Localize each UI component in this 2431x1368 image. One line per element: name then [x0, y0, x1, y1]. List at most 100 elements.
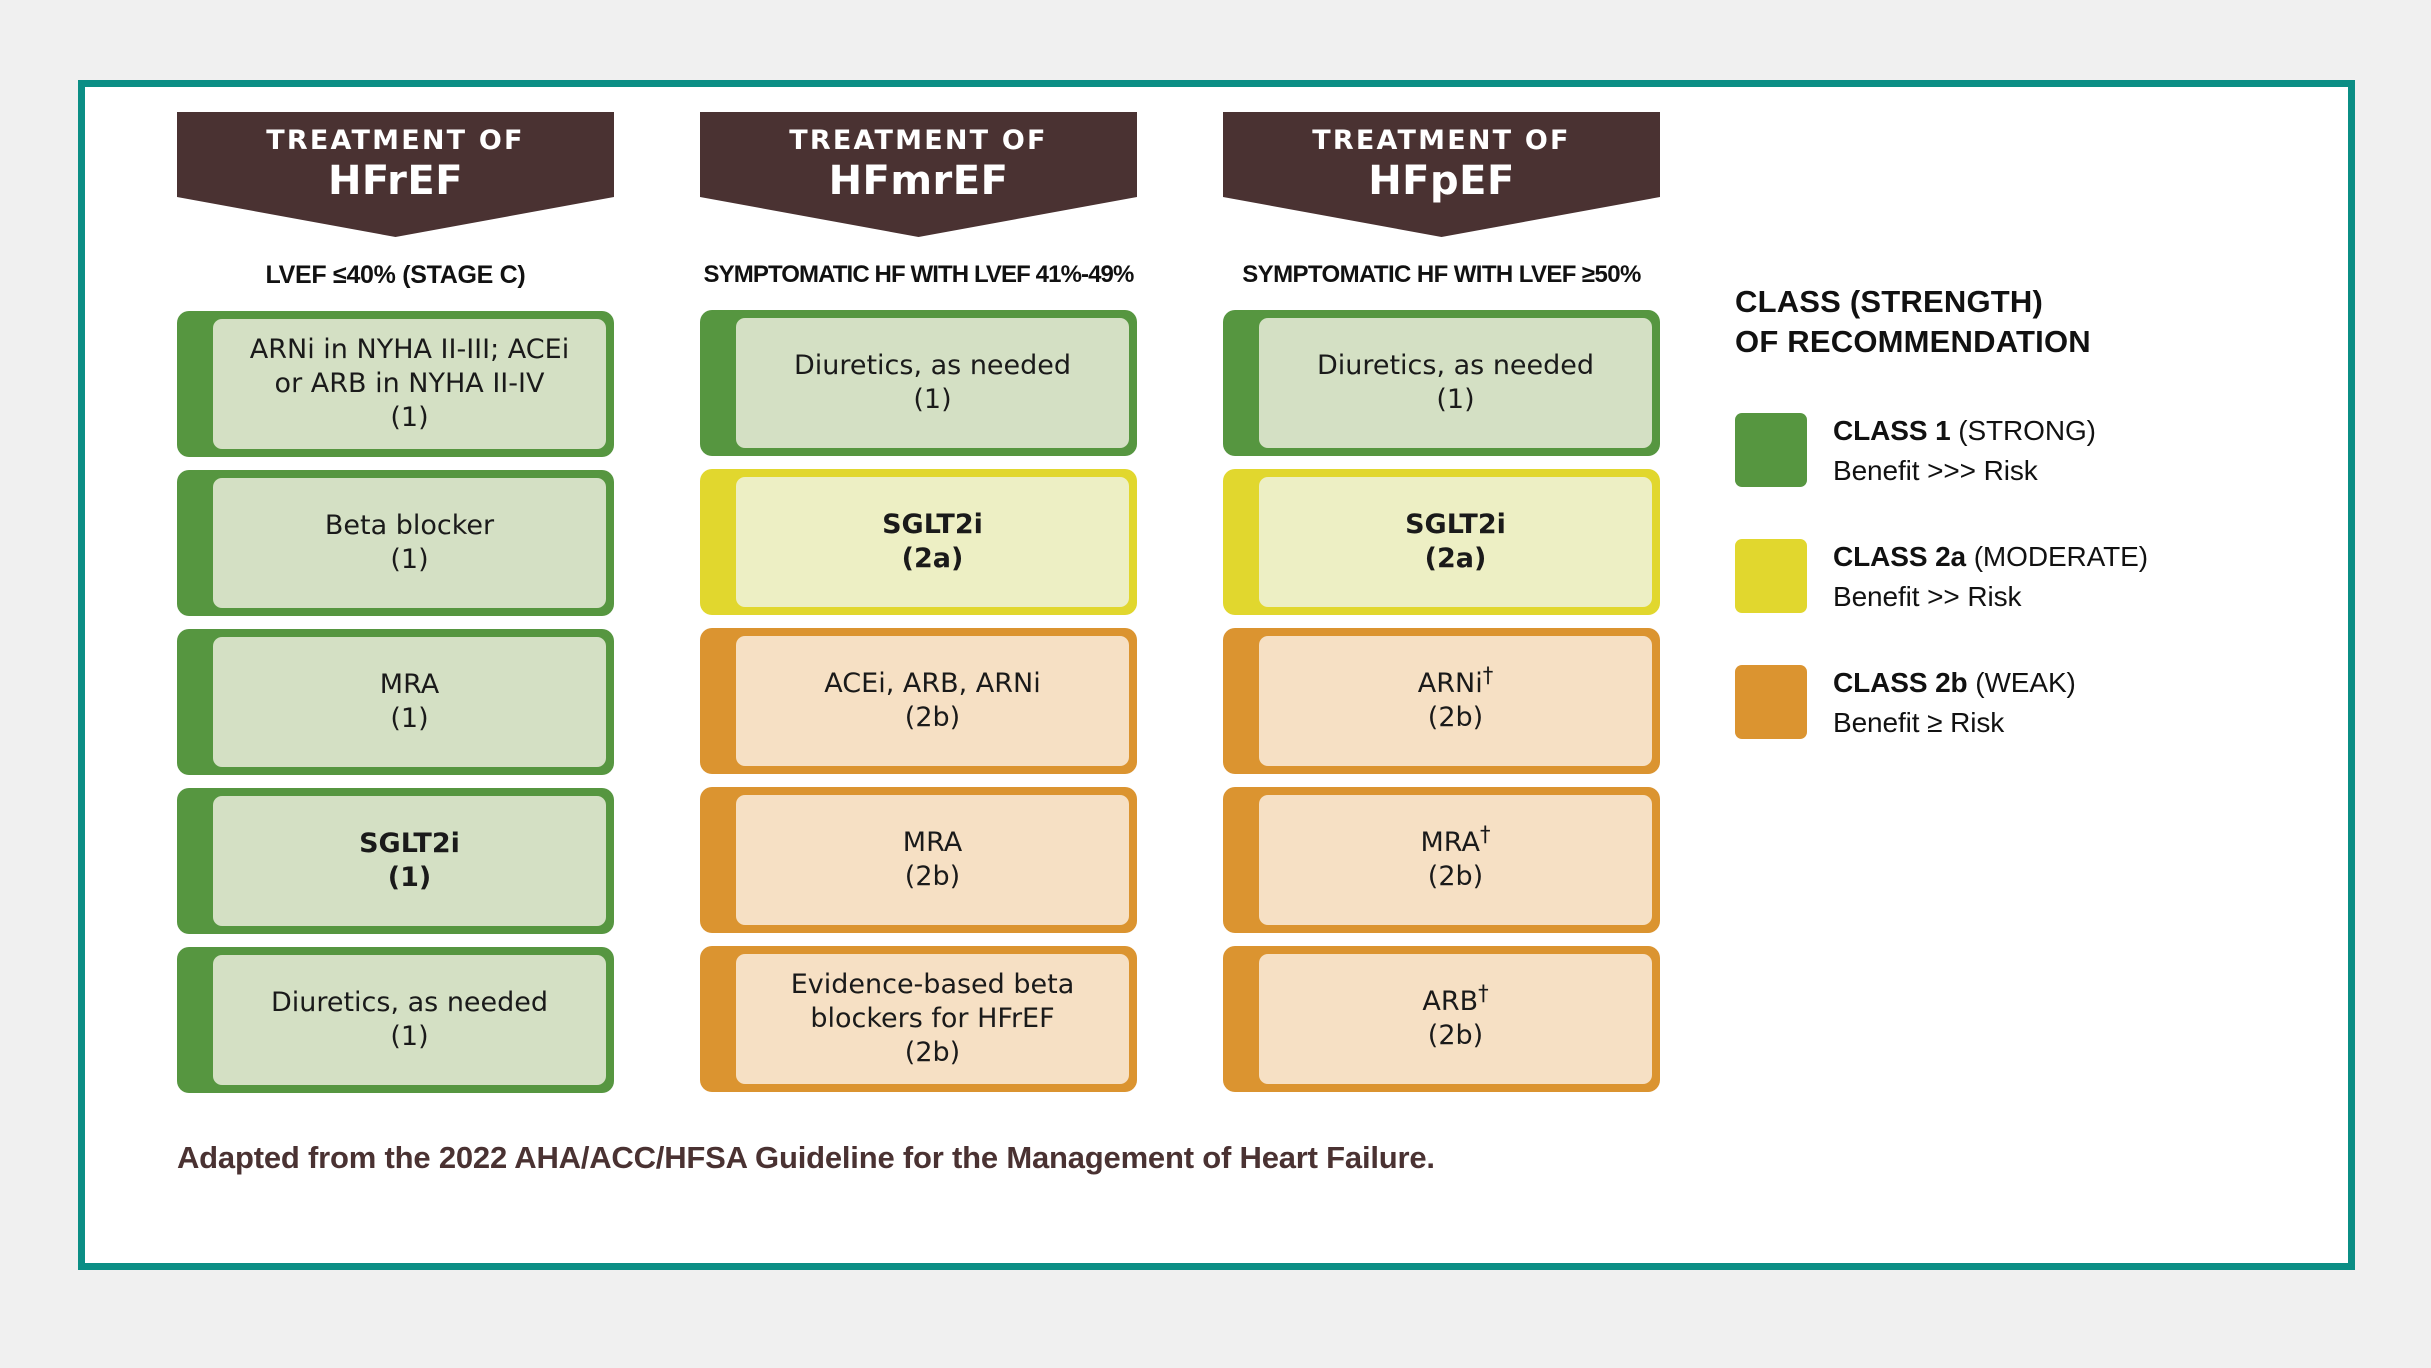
treatment-box: Diuretics, as needed(1) [700, 310, 1137, 456]
treatment-box-line: (2b) [904, 702, 961, 733]
treatment-box: MRA(1) [177, 629, 614, 775]
column-criteria: SYMPTOMATIC HF WITH LVEF 41%-49% [703, 261, 1135, 288]
legend-item: CLASS 2a (MODERATE) Benefit >> Risk [1735, 539, 2295, 614]
legend-benefit-risk: Benefit >> Risk [1833, 581, 2022, 613]
treatment-box-line: MRA [902, 826, 963, 858]
treatment-box-list: Diuretics, as needed(1)SGLT2i(2a)ARNi†(2… [1223, 310, 1660, 1092]
treatment-box-line: (1) [387, 862, 432, 893]
treatment-box-line: ARB† [1422, 979, 1489, 1017]
legend-class-name: CLASS 2a [1833, 541, 1967, 573]
legend-title: CLASS (STRENGTH) OF RECOMMENDATION [1735, 282, 2295, 361]
treatment-box-line: ARNi in NYHA II-III; ACEi [249, 333, 570, 365]
treatment-box-line: (1) [390, 1021, 429, 1052]
treatment-box-content: Diuretics, as needed(1) [736, 318, 1129, 448]
dagger-footnote-icon: † [1482, 661, 1494, 687]
banner-subtitle: TREATMENT OF [789, 125, 1048, 156]
treatment-box-line: (1) [390, 402, 429, 433]
legend-text-block: CLASS 2a (MODERATE) Benefit >> Risk [1833, 539, 2148, 613]
treatment-box-line: (2b) [1427, 861, 1484, 892]
treatment-box-content: Diuretics, as needed(1) [1259, 318, 1652, 448]
treatment-box: Diuretics, as needed(1) [177, 947, 614, 1093]
treatment-box-line: MRA [379, 668, 440, 700]
legend-color-swatch [1735, 413, 1807, 488]
treatment-box-line: blockers for HFrEF [810, 1002, 1055, 1034]
treatment-box-line: (2b) [904, 1037, 961, 1068]
column-hfpef: TREATMENT OF HFpEF SYMPTOMATIC HF WITH L… [1223, 112, 1660, 1105]
treatment-box-line: (1) [390, 703, 429, 734]
treatment-box-line: Beta blocker [324, 509, 495, 541]
legend-benefit-risk: Benefit ≥ Risk [1833, 707, 2005, 739]
treatment-box-content: MRA(1) [213, 637, 606, 767]
treatment-box-line: (1) [390, 544, 429, 575]
treatment-box: Diuretics, as needed(1) [1223, 310, 1660, 456]
treatment-box-content: ARNi†(2b) [1259, 636, 1652, 766]
treatment-box-line: (2b) [904, 861, 961, 892]
treatment-box-content: SGLT2i(1) [213, 796, 606, 926]
legend-color-swatch [1735, 665, 1807, 740]
treatment-box: ARB†(2b) [1223, 946, 1660, 1092]
column-criteria: LVEF ≤40% (STAGE C) [265, 261, 526, 289]
legend-class-label: CLASS 2b (WEAK) [1833, 667, 2076, 699]
treatment-box-line: Diuretics, as needed [270, 986, 549, 1018]
treatment-box: Beta blocker(1) [177, 470, 614, 616]
column-banner-hfref: TREATMENT OF HFrEF [177, 112, 614, 237]
treatment-box: MRA(2b) [700, 787, 1137, 933]
treatment-box: SGLT2i(2a) [700, 469, 1137, 615]
treatment-box-line: ACEi, ARB, ARNi [824, 667, 1041, 699]
legend-item: CLASS 1 (STRONG) Benefit >>> Risk [1735, 413, 2295, 488]
treatment-box-line: (2b) [1427, 1020, 1484, 1051]
column-hfmref: TREATMENT OF HFmrEF SYMPTOMATIC HF WITH … [700, 112, 1137, 1105]
treatment-box-line: SGLT2i [882, 508, 983, 540]
banner-title: HFmrEF [828, 158, 1009, 205]
treatment-box-line: Evidence-based beta [790, 968, 1075, 1000]
column-banner-hfpef: TREATMENT OF HFpEF [1223, 112, 1660, 237]
treatment-box-content: MRA†(2b) [1259, 795, 1652, 925]
source-attribution: Adapted from the 2022 AHA/ACC/HFSA Guide… [177, 1140, 1435, 1175]
treatment-box-line: SGLT2i [1405, 508, 1506, 540]
diagram-card: TREATMENT OF HFrEF LVEF ≤40% (STAGE C) A… [78, 80, 2355, 1270]
legend-color-swatch [1735, 539, 1807, 614]
banner-title: HFrEF [327, 158, 464, 205]
treatment-box-content: SGLT2i(2a) [736, 477, 1129, 607]
legend-text-block: CLASS 1 (STRONG) Benefit >>> Risk [1833, 413, 2096, 487]
column-hfref: TREATMENT OF HFrEF LVEF ≤40% (STAGE C) A… [177, 112, 614, 1106]
legend-class-name: CLASS 2b [1833, 667, 1968, 699]
treatment-box: ACEi, ARB, ARNi(2b) [700, 628, 1137, 774]
treatment-box-list: Diuretics, as needed(1) SGLT2i(2a) ACEi, A… [700, 310, 1137, 1092]
treatment-box-line: ARNi† [1417, 661, 1494, 699]
legend-class-label: CLASS 1 (STRONG) [1833, 415, 2096, 447]
treatment-box: SGLT2i(2a) [1223, 469, 1660, 615]
legend-text-block: CLASS 2b (WEAK) Benefit ≥ Risk [1833, 665, 2076, 739]
dagger-footnote-icon: † [1478, 979, 1489, 1005]
treatment-box-line: Diuretics, as needed [793, 349, 1072, 381]
treatment-box-content: Diuretics, as needed(1) [213, 955, 606, 1085]
treatment-box-line: or ARB in NYHA II-IV [274, 367, 545, 399]
dagger-footnote-icon: † [1479, 820, 1491, 846]
treatment-box-content: MRA(2b) [736, 795, 1129, 925]
banner-subtitle: TREATMENT OF [1312, 125, 1571, 156]
treatment-box-line: (2a) [1424, 543, 1487, 574]
treatment-box-line: (2a) [901, 543, 964, 574]
banner-title: HFpEF [1368, 158, 1515, 205]
treatment-box-line: (2b) [1427, 702, 1484, 733]
treatment-box-content: Beta blocker(1) [213, 478, 606, 608]
legend-benefit-risk: Benefit >>> Risk [1833, 455, 2038, 487]
legend-class-qualifier: (MODERATE) [1966, 541, 2148, 573]
column-banner-hfmref: TREATMENT OF HFmrEF [700, 112, 1137, 237]
legend-item: CLASS 2b (WEAK) Benefit ≥ Risk [1735, 665, 2295, 740]
treatment-box: MRA†(2b) [1223, 787, 1660, 933]
treatment-box-line: SGLT2i [359, 827, 460, 859]
treatment-box-content: ACEi, ARB, ARNi(2b) [736, 636, 1129, 766]
treatment-box-line: Diuretics, as needed [1316, 349, 1595, 381]
treatment-box-content: ARB†(2b) [1259, 954, 1652, 1084]
treatment-box-line: (1) [1436, 384, 1475, 415]
legend-class-qualifier: (STRONG) [1950, 415, 2096, 447]
treatment-box-content: SGLT2i(2a) [1259, 477, 1652, 607]
treatment-box: SGLT2i(1) [177, 788, 614, 934]
column-criteria: SYMPTOMATIC HF WITH LVEF ≥50% [1242, 261, 1641, 288]
legend-class-name: CLASS 1 [1833, 415, 1951, 447]
